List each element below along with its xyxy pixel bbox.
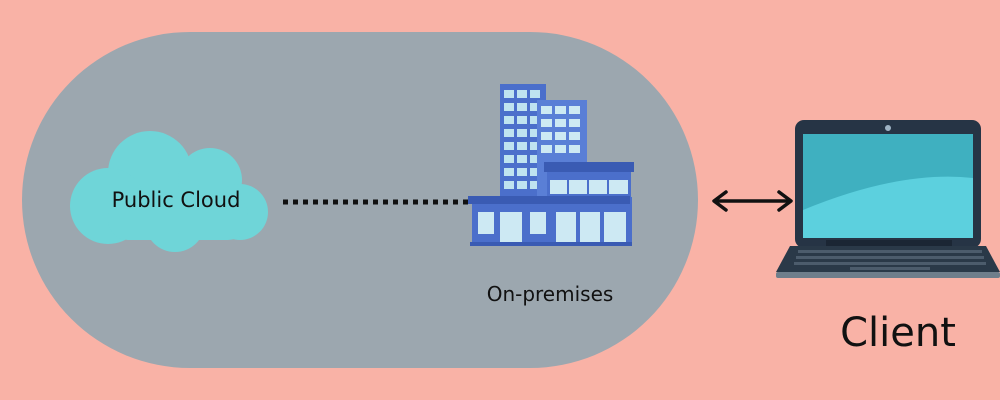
double-arrow-connector (712, 190, 793, 212)
office-building-icon (468, 84, 634, 246)
laptop-icon (776, 120, 1000, 278)
cloud-icon (70, 131, 268, 252)
public-cloud-label: Public Cloud (111, 188, 241, 212)
client-label: Client (840, 310, 956, 356)
on-premises-label: On-premises (486, 282, 614, 306)
